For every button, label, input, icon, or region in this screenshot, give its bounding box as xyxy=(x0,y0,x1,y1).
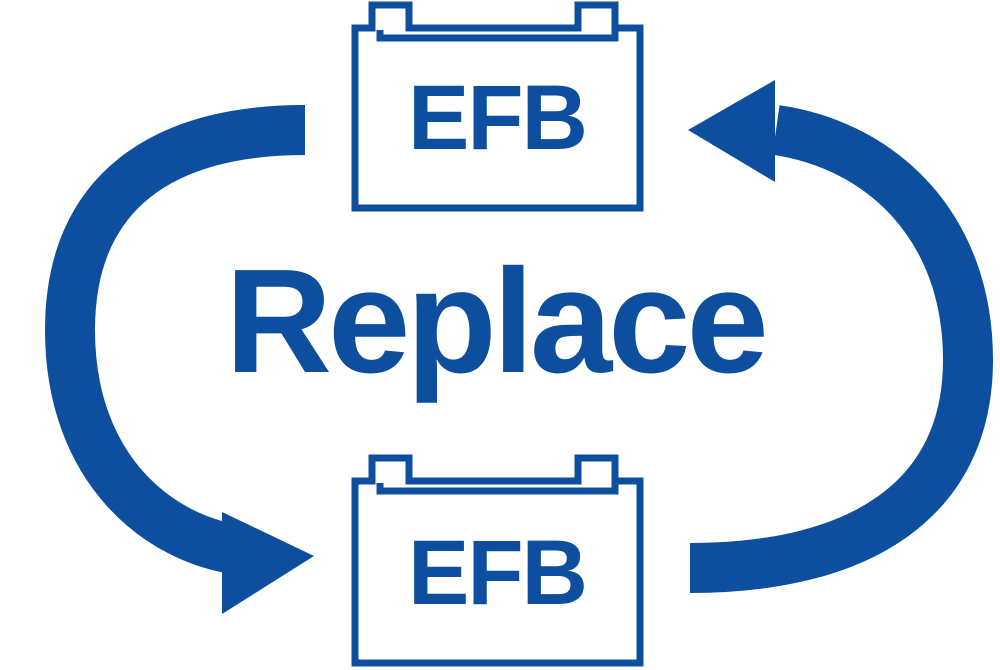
top-battery-label: EFB xyxy=(408,67,588,169)
bottom-battery-label: EFB xyxy=(408,522,588,624)
top-battery-icon xyxy=(351,1,644,212)
replace-label: Replace xyxy=(225,239,769,404)
left-curved-arrow-icon xyxy=(44,105,314,614)
right-curved-arrow-icon xyxy=(688,80,994,593)
bottom-battery-icon xyxy=(351,454,644,667)
